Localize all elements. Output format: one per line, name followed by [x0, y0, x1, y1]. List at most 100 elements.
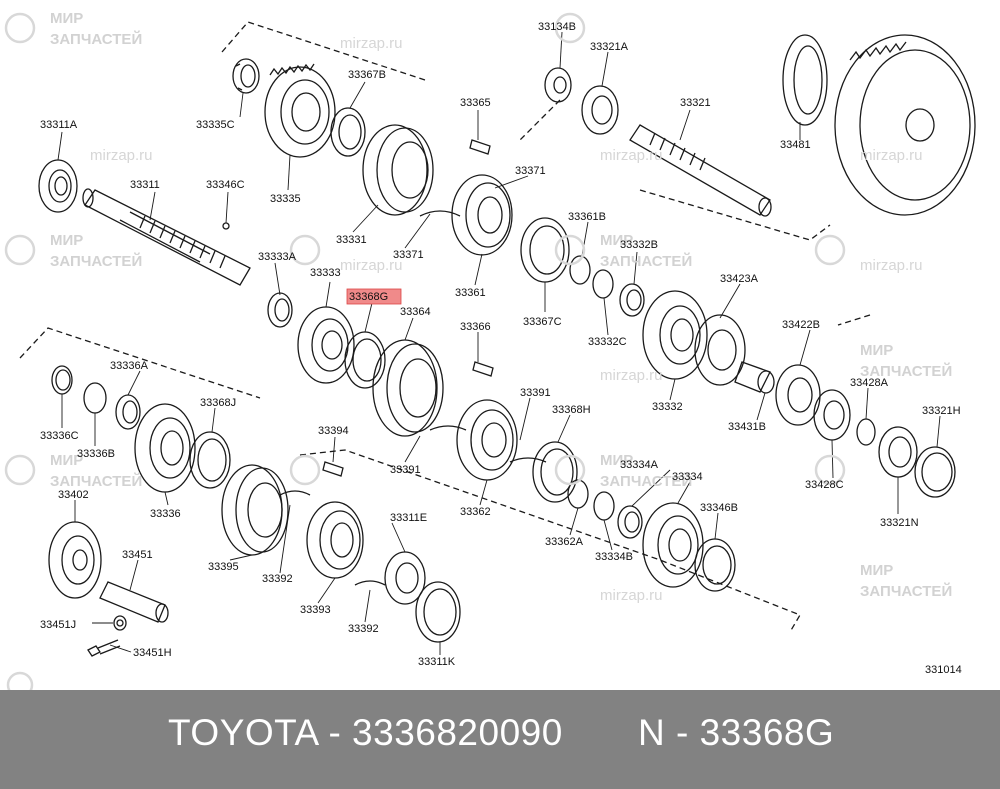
group-outline-upper — [221, 21, 426, 81]
part-label: 33336B — [77, 448, 115, 460]
ring-33367C — [520, 217, 570, 283]
part-code-label: N - 33368G — [638, 712, 835, 753]
shaft-33451 — [99, 581, 169, 623]
part-label: 33361 — [455, 287, 486, 299]
group-outline-output-shaft — [639, 189, 831, 241]
part-label: 33346C — [206, 179, 245, 191]
part-label: 33392 — [262, 573, 293, 585]
watermark-line2: ЗАПЧАСТЕЙ — [860, 582, 952, 600]
group-outline-output — [519, 99, 561, 141]
watermark-site: mirzap.ru — [600, 147, 663, 164]
needle-bearing-33332B — [619, 283, 645, 317]
key-33366 — [472, 361, 494, 377]
watermark-line1: МИР — [600, 452, 633, 469]
part-label: 33402 — [58, 489, 89, 501]
ring-33428A — [856, 418, 876, 446]
sleeve-33364 — [372, 339, 444, 437]
part-label: 33423A — [720, 273, 759, 285]
part-label: 33367C — [523, 316, 562, 328]
part-label: 33365 — [460, 97, 491, 109]
hub-33361 — [451, 174, 513, 256]
ring-33367B — [330, 107, 366, 157]
part-label: 33364 — [400, 306, 431, 318]
part-label: 33392 — [348, 623, 379, 635]
part-label: 33428A — [850, 377, 889, 389]
ring-33481 — [782, 34, 828, 126]
part-label: 33311K — [418, 656, 456, 668]
collar-33134B — [544, 67, 572, 103]
part-label: 33371 — [393, 249, 424, 261]
needle-bearing-33335C — [232, 58, 260, 94]
bearing-33321N — [878, 426, 918, 478]
part-label: 33451J — [40, 619, 76, 631]
ring-gear-large — [834, 34, 976, 216]
part-label: 33311E — [390, 512, 427, 524]
watermark-layer: МИР ЗАПЧАСТЕЙ МИР ЗАПЧАСТЕЙ МИР ЗАПЧАСТЕ… — [4, 10, 952, 690]
diagram-number: 331014 — [925, 664, 962, 676]
snap-ring-33391-left — [429, 425, 467, 431]
part-label: 33333A — [258, 251, 297, 263]
snap-ring-33336C — [51, 365, 73, 395]
snap-ring-33392-right — [354, 580, 386, 586]
gear-33336 — [134, 403, 196, 493]
part-label: 33451H — [133, 647, 172, 659]
watermark-line1: МИР — [860, 562, 893, 579]
snap-ring-33392-left — [279, 490, 311, 496]
bearing-33311A — [38, 159, 78, 213]
ring-33321H — [914, 446, 956, 498]
part-label: 33362A — [545, 536, 584, 548]
watermark-line2: ЗАПЧАСТЕЙ — [50, 472, 142, 490]
part-label: 33336A — [110, 360, 149, 372]
gear-33422B — [775, 364, 821, 426]
part-label: 33371 — [515, 165, 546, 177]
watermark-line1: МИР — [50, 452, 83, 469]
ring-33368J — [189, 431, 231, 489]
part-label: 33336 — [150, 508, 181, 520]
watermark-site: mirzap.ru — [860, 257, 923, 274]
highlight-box — [346, 288, 402, 305]
part-label: 33391 — [520, 387, 551, 399]
ring-33311K — [415, 581, 461, 643]
bearing-33336A — [115, 394, 141, 430]
key-33365 — [469, 139, 491, 155]
part-label: 33335 — [270, 193, 301, 205]
part-label: 33367B — [348, 69, 386, 81]
part-label: 33394 — [318, 425, 349, 437]
part-labels: 33311A 33311 33335C 33346C 33335 33367B … — [40, 21, 962, 676]
watermark-line2: ЗАПЧАСТЕЙ — [600, 252, 692, 270]
exploded-parts-diagram: МИР ЗАПЧАСТЕЙ МИР ЗАПЧАСТЕЙ МИР ЗАПЧАСТЕ… — [4, 10, 976, 690]
part-label: 33361B — [568, 211, 606, 223]
snap-ring-33371 — [419, 210, 461, 217]
watermark-line1: МИР — [600, 232, 633, 249]
gear-33423A — [694, 314, 746, 386]
bearing-33334A — [617, 505, 643, 539]
ring-33361B — [569, 255, 591, 285]
gear-33333 — [297, 306, 355, 384]
part-label: 33366 — [460, 321, 491, 333]
washer-33451J — [113, 615, 127, 631]
watermark-site: mirzap.ru — [600, 587, 663, 604]
ring-33346B — [694, 538, 736, 592]
snap-ring-33391-right — [509, 457, 547, 463]
sleeve-33431B — [734, 361, 775, 394]
hub-33362 — [456, 399, 518, 481]
ring-33336B — [83, 382, 107, 414]
part-label: 33332C — [588, 336, 627, 348]
watermark-site: mirzap.ru — [90, 147, 153, 164]
part-label: 33335C — [196, 119, 235, 131]
bolt-33451H — [87, 639, 121, 657]
part-label: 33321H — [922, 405, 961, 417]
part-label: 33362 — [460, 506, 491, 518]
watermark-icon — [4, 12, 846, 690]
part-label: 33422B — [782, 319, 820, 331]
gear-33335 — [264, 63, 336, 158]
watermark-site: mirzap.ru — [340, 257, 403, 274]
part-label: 33321A — [590, 41, 629, 53]
part-number-label: TOYOTA - 3336820090 — [168, 712, 563, 753]
gear-33334 — [642, 502, 704, 588]
bearing-33321A — [581, 85, 619, 135]
part-label: 33451 — [122, 549, 153, 561]
watermark-site: mirzap.ru — [340, 35, 403, 52]
watermark-line1: МИР — [50, 10, 83, 27]
